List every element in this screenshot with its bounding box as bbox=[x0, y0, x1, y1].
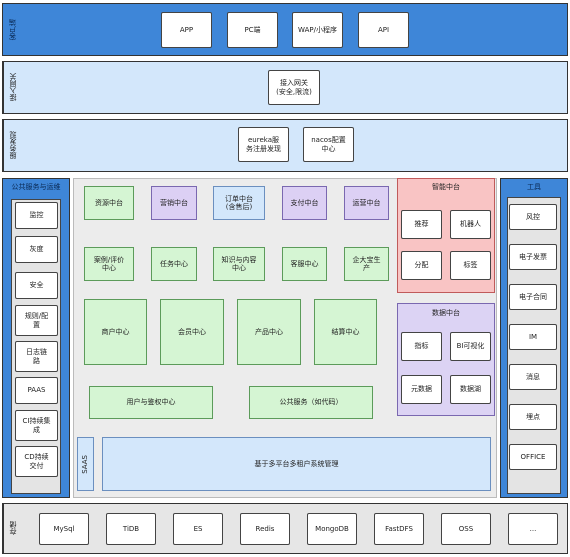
tools-title: 工具 bbox=[527, 182, 541, 191]
ops-item-security: 安全 bbox=[15, 272, 58, 299]
saas-bar: 基于多平台多租户系统管理 bbox=[102, 437, 491, 491]
smart-recommend: 推荐 bbox=[401, 210, 442, 239]
ops-item-gray: 灰度 bbox=[15, 236, 58, 263]
storage-layer-label: 存储 bbox=[3, 504, 22, 553]
tool-risk: 风控 bbox=[509, 204, 557, 230]
saas-label-text: SAAS bbox=[81, 454, 90, 474]
client-api: API bbox=[358, 12, 409, 48]
center-marketing: 营销中台 bbox=[151, 186, 197, 220]
storage-tidb: TiDB bbox=[106, 513, 156, 545]
tool-office: OFFICE bbox=[509, 444, 557, 470]
ops-item-cd: CD持续 交付 bbox=[15, 446, 58, 477]
discovery-eureka: eureka服 务注册发现 bbox=[238, 127, 289, 162]
tool-econtract: 电子合同 bbox=[509, 284, 557, 310]
center-order: 订单中台 (含售后) bbox=[213, 186, 265, 220]
data-metric: 指标 bbox=[401, 332, 442, 361]
smart-center-title: 智能中台 bbox=[432, 182, 460, 191]
data-bi: BI可视化 bbox=[450, 332, 491, 361]
center-qidabao: 企大宝生 产 bbox=[344, 247, 389, 281]
ops-item-paas: PAAS bbox=[15, 377, 58, 404]
center-product: 产品中心 bbox=[237, 299, 301, 365]
storage-mongodb: MongoDB bbox=[307, 513, 357, 545]
ops-item-log: 日志链 路 bbox=[15, 341, 58, 372]
tool-einvoice: 电子发票 bbox=[509, 244, 557, 270]
client-layer: 客户端 bbox=[2, 3, 568, 56]
storage-oss: OSS bbox=[441, 513, 491, 545]
center-task: 任务中心 bbox=[151, 247, 197, 281]
center-resource: 资源中台 bbox=[84, 186, 134, 220]
smart-tag: 标签 bbox=[450, 251, 491, 280]
center-merchant: 商户中心 bbox=[84, 299, 147, 365]
ops-title: 公共服务与运维 bbox=[11, 182, 61, 191]
center-member: 会员中心 bbox=[160, 299, 224, 365]
center-settlement: 结算中心 bbox=[314, 299, 377, 365]
center-user-auth: 用户与鉴权中心 bbox=[89, 386, 213, 419]
center-knowledge: 知识与内容 中心 bbox=[213, 247, 265, 281]
gateway-layer-label: 接入网关 bbox=[3, 62, 22, 113]
smart-robot: 机器人 bbox=[450, 210, 491, 239]
client-layer-label: 客户端 bbox=[3, 4, 22, 55]
discovery-layer-label: 服务发现 bbox=[3, 120, 22, 171]
client-pc: PC端 bbox=[227, 12, 278, 48]
client-app: APP bbox=[161, 12, 212, 48]
tool-im: IM bbox=[509, 324, 557, 350]
tool-tracking: 埋点 bbox=[509, 404, 557, 430]
storage-fastdfs: FastDFS bbox=[374, 513, 424, 545]
center-operation: 运营中台 bbox=[344, 186, 389, 220]
data-lake: 数据湖 bbox=[450, 375, 491, 404]
gateway-box: 接入网关 (安全,限流) bbox=[268, 70, 320, 105]
storage-redis: Redis bbox=[240, 513, 290, 545]
center-case-review: 案例/评价 中心 bbox=[84, 247, 134, 281]
discovery-nacos: nacos配置 中心 bbox=[303, 127, 354, 162]
smart-dispatch: 分配 bbox=[401, 251, 442, 280]
storage-mysql: MySql bbox=[39, 513, 89, 545]
ops-item-ci: CI持续集 成 bbox=[15, 410, 58, 441]
center-public-service: 公共服务（如代码） bbox=[249, 386, 373, 419]
client-wap: WAP/小程序 bbox=[292, 12, 343, 48]
ops-item-rules: 规则/配 置 bbox=[15, 305, 58, 336]
tool-message: 消息 bbox=[509, 364, 557, 390]
storage-es: ES bbox=[173, 513, 223, 545]
ops-item-monitor: 监控 bbox=[15, 202, 58, 229]
data-center-title: 数据中台 bbox=[432, 308, 460, 317]
data-metadata: 元数据 bbox=[401, 375, 442, 404]
saas-label: SAAS bbox=[77, 437, 94, 491]
center-customer-service: 客服中心 bbox=[282, 247, 327, 281]
storage-more: ... bbox=[508, 513, 558, 545]
center-payment: 支付中台 bbox=[282, 186, 327, 220]
